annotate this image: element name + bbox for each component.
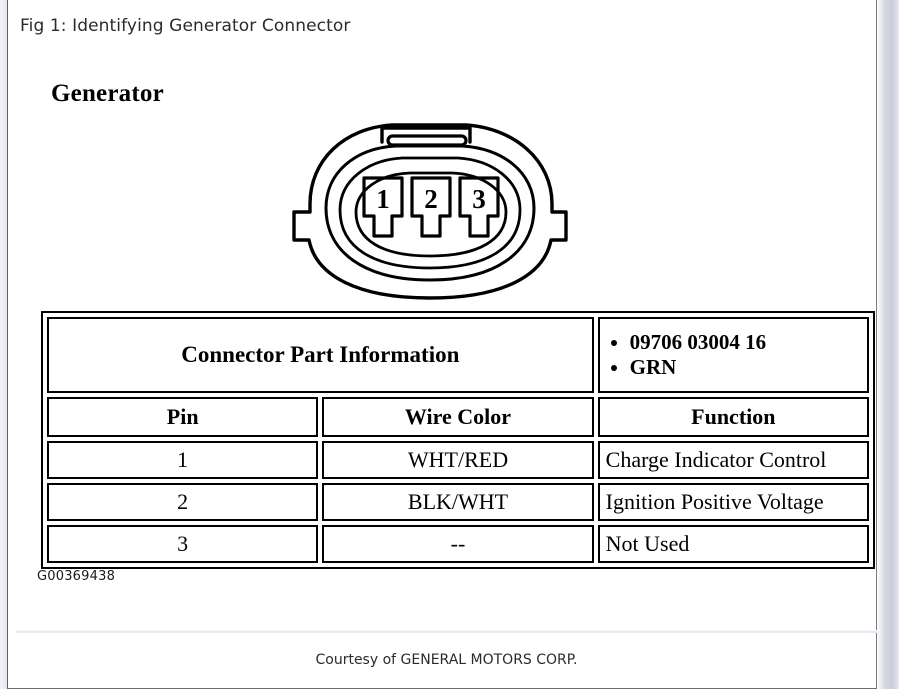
column-header-pin: Pin: [47, 397, 319, 437]
part-number-list: 09706 03004 16 GRN: [606, 330, 861, 380]
cavity-label-3: 3: [472, 184, 486, 214]
generator-connector-icon: 1 2 3: [292, 123, 568, 300]
table-row: 3 -- Not Used: [47, 525, 869, 563]
cavity-label-1: 1: [376, 184, 390, 214]
table-row-part-information: Connector Part Information 09706 03004 1…: [47, 317, 869, 393]
window-left-edge: [0, 0, 7, 689]
column-header-function: Function: [597, 397, 869, 437]
cavity-label-2: 2: [424, 184, 438, 214]
courtesy-footer: Courtesy of GENERAL MOTORS CORP.: [315, 652, 578, 668]
window-right-edge-scrollbar[interactable]: [877, 0, 899, 689]
generator-heading: Generator: [51, 80, 164, 107]
pinout-table: Connector Part Information 09706 03004 1…: [41, 311, 875, 569]
cell-function: Ignition Positive Voltage: [597, 483, 869, 521]
connector-inner-shell-2: [338, 156, 522, 270]
connector-top-tab: [380, 126, 472, 144]
connector-inner-shell-1: [324, 144, 536, 282]
connector-cavity-1: [362, 176, 404, 238]
cell-wire-color: BLK/WHT: [322, 483, 594, 521]
cell-wire-color: --: [322, 525, 594, 563]
cell-pin: 1: [47, 441, 319, 479]
list-item: 09706 03004 16: [630, 330, 861, 355]
figure-reference-code: G00369438: [37, 569, 116, 584]
connector-cavity-2: [410, 176, 452, 238]
footer-divider: [16, 630, 877, 633]
cell-function: Charge Indicator Control: [597, 441, 869, 479]
list-item: GRN: [630, 355, 861, 380]
cell-pin: 3: [47, 525, 319, 563]
connector-cavity-3: [458, 176, 500, 238]
cell-pin: 2: [47, 483, 319, 521]
document-content-area: Fig 1: Identifying Generator Connector G…: [7, 0, 877, 689]
table-header-row: Pin Wire Color Function: [47, 397, 869, 437]
table-row: 2 BLK/WHT Ignition Positive Voltage: [47, 483, 869, 521]
connector-outer-shell: [292, 123, 568, 300]
column-header-wire-color: Wire Color: [322, 397, 594, 437]
connector-part-information-label: Connector Part Information: [47, 317, 594, 393]
figure-title: Fig 1: Identifying Generator Connector: [20, 16, 351, 36]
connector-part-numbers-cell: 09706 03004 16 GRN: [597, 317, 869, 393]
connector-diagram: 1 2 3: [270, 108, 590, 308]
table-row: 1 WHT/RED Charge Indicator Control: [47, 441, 869, 479]
connector-latch-slot: [386, 134, 468, 147]
connector-cavity-well: [354, 171, 508, 258]
connector-information-table: Connector Part Information 09706 03004 1…: [41, 311, 875, 569]
cell-wire-color: WHT/RED: [322, 441, 594, 479]
cell-function: Not Used: [597, 525, 869, 563]
